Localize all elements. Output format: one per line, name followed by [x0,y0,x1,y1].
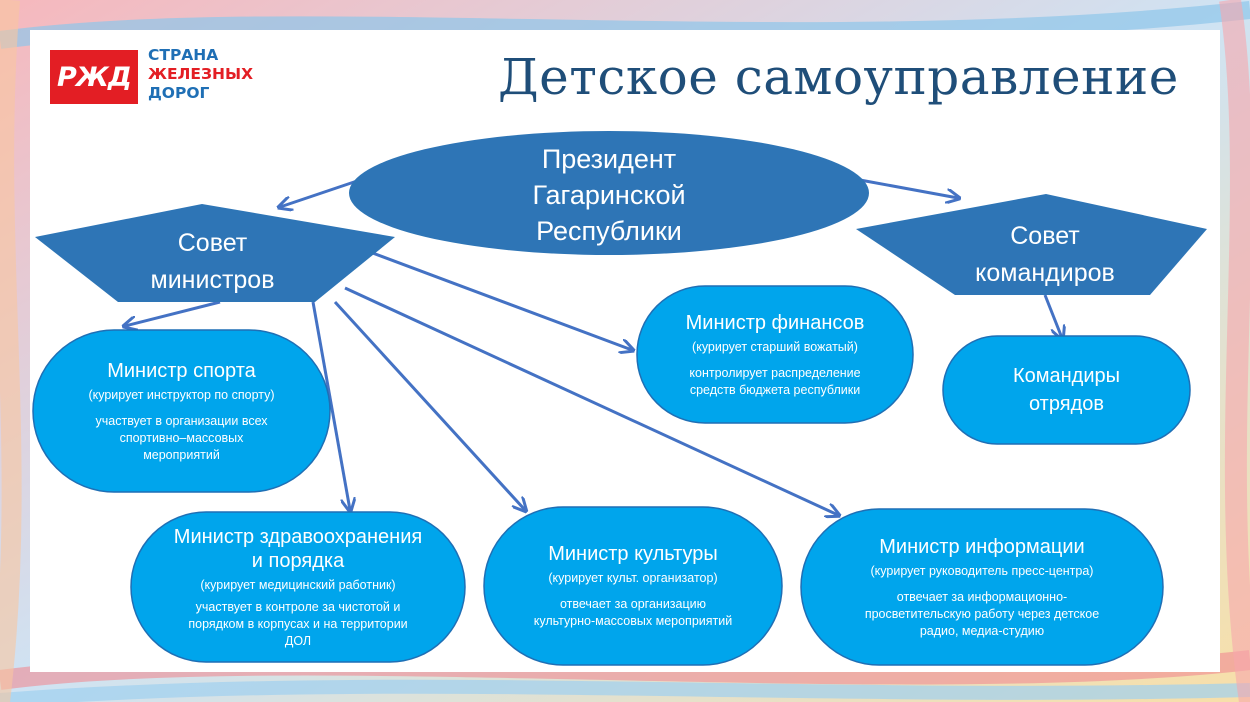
min-finance-label: Министр финансов (курирует старший вожат… [637,286,913,423]
min-culture-desc: отвечает за организацию культурно-массов… [534,596,732,630]
president-line-2: Гагаринской [532,180,686,210]
min-health-desc: участвует в контроле за чистотой и поряд… [188,599,407,650]
min-finance-desc: контролирует распределение средств бюдже… [689,365,860,399]
logo-line-2: ЖЕЛЕЗНЫХ [148,65,254,83]
min-sport-curator: (курирует инструктор по спорту) [88,387,275,402]
min-culture-node [483,506,783,666]
min-health-heading-line-1: Министр здравоохранения [173,525,423,548]
min-finance-heading: Министр финансов [685,311,865,334]
min-info-desc-line: радио, медиа-студию [919,623,1045,638]
min-health-curator: (курирует медицинский работник) [200,577,396,592]
min-sport-heading: Министр спорта [107,359,256,382]
min-health-desc-line: участвует в контроле за чистотой и [195,599,401,614]
arrow-commanders-to-squads [1043,294,1062,338]
council-ministers-label: Совет министров [70,222,355,302]
min-info-desc-line: просветительскую работу через детское [864,606,1100,621]
min-culture-heading: Министр культуры [548,543,718,565]
min-info-node [800,508,1164,666]
commanders-label: Командиры отрядов [943,336,1190,444]
org-diagram [32,131,1207,666]
president-label: Президент Гагаринской Республики [359,133,859,257]
min-culture-label: Министр культуры (курирует культ. органи… [484,507,782,665]
council-commanders-line-2: командиров [975,259,1115,287]
council-commanders-label: Совет командиров [900,215,1190,295]
president-line-3: Республики [536,216,682,246]
min-sport-desc: участвует в организации всех спортивно–м… [96,413,268,464]
min-culture-desc-line: отвечает за организацию [559,597,707,611]
arrow-president-to-commanders [859,178,958,198]
min-sport-desc-line: спортивно–массовых [119,430,244,445]
commanders-line-1: Командиры [1012,365,1121,387]
council-ministers-line-2: министров [150,266,275,294]
min-culture-desc-line: культурно-массовых мероприятий [533,614,733,628]
arrow-council-to-finance [369,250,632,350]
council-commanders-line-1: Совет [1010,222,1080,250]
council-ministers-node [35,204,395,302]
min-sport-desc-line: мероприятий [143,447,220,462]
arrow-council-to-health [311,301,350,510]
arrow-president-to-ministers [280,178,361,207]
president-line-1: Президент [541,144,677,174]
arrow-council-to-sport [125,300,221,326]
min-finance-node [636,285,914,424]
min-health-label: Министр здравоохранения и порядка (курир… [131,512,465,662]
min-info-curator: (курирует руководитель пресс-центра) [870,563,1094,578]
min-culture-curator: (курирует культ. организатор) [548,571,718,585]
min-sport-desc-line: участвует в организации всех [95,413,268,428]
rzd-logo-mark: РЖД [50,50,138,104]
min-sport-node [32,329,331,493]
min-health-node [130,511,466,663]
logo-line-3: ДОРОГ [148,84,210,102]
min-finance-curator: (курирует старший вожатый) [692,339,858,354]
arrow-council-to-culture [333,300,525,510]
min-health-desc-line: порядком в корпусах и на территории [188,616,408,631]
min-info-desc-line: отвечает за информационно- [896,589,1068,604]
logo-line-1: СТРАНА [148,46,219,64]
council-commanders-node [856,194,1207,295]
min-finance-desc-line: контролирует распределение [689,365,861,380]
rzd-logo: РЖД СТРАНА ЖЕЛЕЗНЫХ ДОРОГ [50,46,280,116]
min-health-heading-line-2: и порядка [251,549,345,572]
logo-text: СТРАНА ЖЕЛЕЗНЫХ ДОРОГ [148,46,253,103]
min-health-desc-line: ДОЛ [284,633,312,648]
slide: РЖД СТРАНА ЖЕЛЕЗНЫХ ДОРОГ Детское самоуп… [30,30,1220,672]
council-ministers-line-1: Совет [177,229,248,257]
min-finance-desc-line: средств бюджета республики [689,382,861,397]
president-node [349,131,869,255]
commanders-node [942,335,1191,445]
commanders-line-2: отрядов [1029,393,1104,415]
page-title: Детское самоуправление [498,48,1179,106]
min-info-heading: Министр информации [879,535,1085,558]
arrow-council-to-info [344,286,838,515]
min-info-desc: отвечает за информационно- просветительс… [865,589,1099,640]
min-sport-label: Министр спорта (курирует инструктор по с… [33,330,330,492]
min-info-label: Министр информации (курирует руководител… [801,509,1163,665]
